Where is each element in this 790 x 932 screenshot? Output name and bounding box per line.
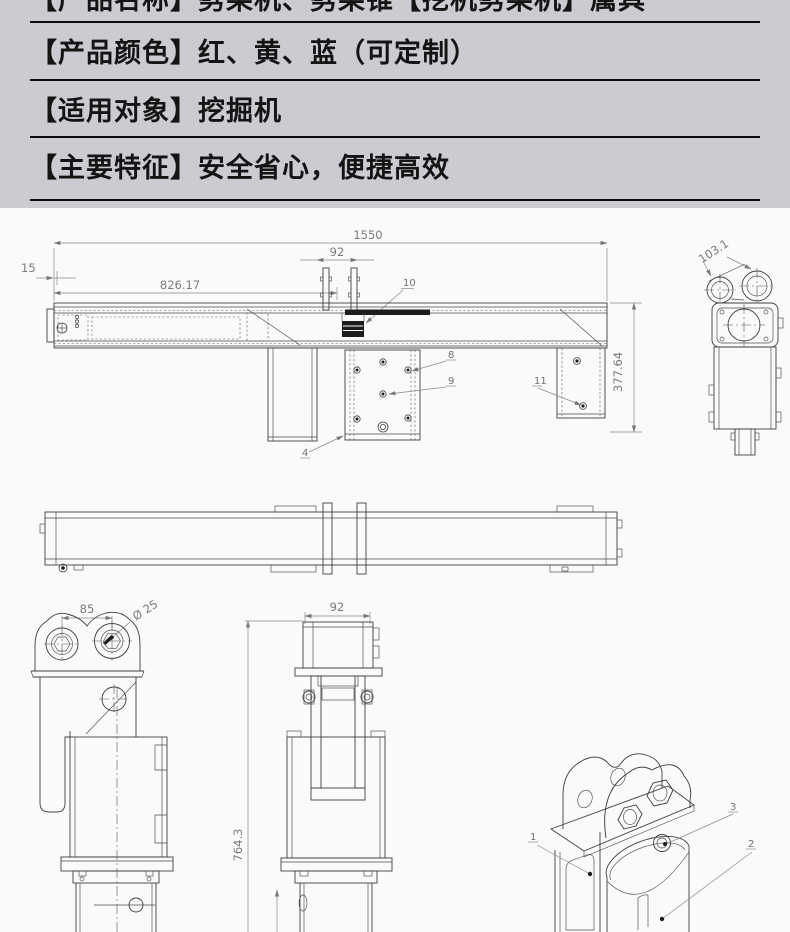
view-front: 85 Ø 25 bbox=[30, 597, 174, 932]
rail-band bbox=[345, 309, 430, 315]
view-end: 103.1 bbox=[696, 236, 784, 456]
dim-hole-spacing: 85 bbox=[80, 602, 95, 616]
spec-row-main-features: 【主要特征】安全省心，便捷高效 bbox=[30, 153, 450, 183]
view-isometric: 1 3 2 bbox=[528, 753, 756, 932]
part-label-wedge: 10 bbox=[403, 278, 416, 289]
part-label-boss: 3 bbox=[730, 802, 736, 813]
dim-overall-height: 764.3 bbox=[231, 829, 245, 862]
dim-ear-span: 103.1 bbox=[696, 236, 731, 266]
dim-left-offset: 15 bbox=[21, 261, 36, 275]
divider bbox=[30, 136, 760, 138]
divider bbox=[30, 199, 760, 201]
view-top bbox=[39, 502, 623, 575]
part-label-plate: 4 bbox=[302, 448, 308, 459]
dim-flange-spacing: 92 bbox=[330, 245, 345, 259]
view-side-assembly: 1550 92 15 826.17 10 bbox=[21, 228, 642, 459]
spec-panel: 【产品名称】劈柴机、劈柴锥【挖机劈柴机】属具 【产品颜色】红、黄、蓝（可定制） … bbox=[0, 0, 790, 208]
part-label-bolt-c: 11 bbox=[534, 376, 547, 387]
part-label-bolt-b: 9 bbox=[448, 376, 454, 387]
part-label-bolt-a: 8 bbox=[448, 350, 454, 361]
part-label-frame: 1 bbox=[530, 832, 536, 843]
spec-row-applicable-object: 【适用对象】挖掘机 bbox=[30, 96, 282, 126]
view-side: 92 764.3 bbox=[231, 600, 393, 932]
part-label-cylinder: 2 bbox=[748, 839, 754, 850]
spec-row-product-name: 【产品名称】劈柴机、劈柴锥【挖机劈柴机】属具 bbox=[30, 0, 646, 15]
divider bbox=[30, 79, 760, 81]
dim-assembly-height: 377.64 bbox=[611, 352, 625, 392]
dim-cylinder-position: 826.17 bbox=[160, 278, 200, 292]
spec-row-product-color: 【产品颜色】红、黄、蓝（可定制） bbox=[30, 38, 478, 68]
divider bbox=[30, 21, 760, 23]
dim-bracket-width: 92 bbox=[330, 600, 345, 614]
dim-hole-diameter: Ø 25 bbox=[130, 597, 161, 624]
wedge-block bbox=[342, 321, 364, 337]
dim-overall-length: 1550 bbox=[353, 228, 382, 242]
